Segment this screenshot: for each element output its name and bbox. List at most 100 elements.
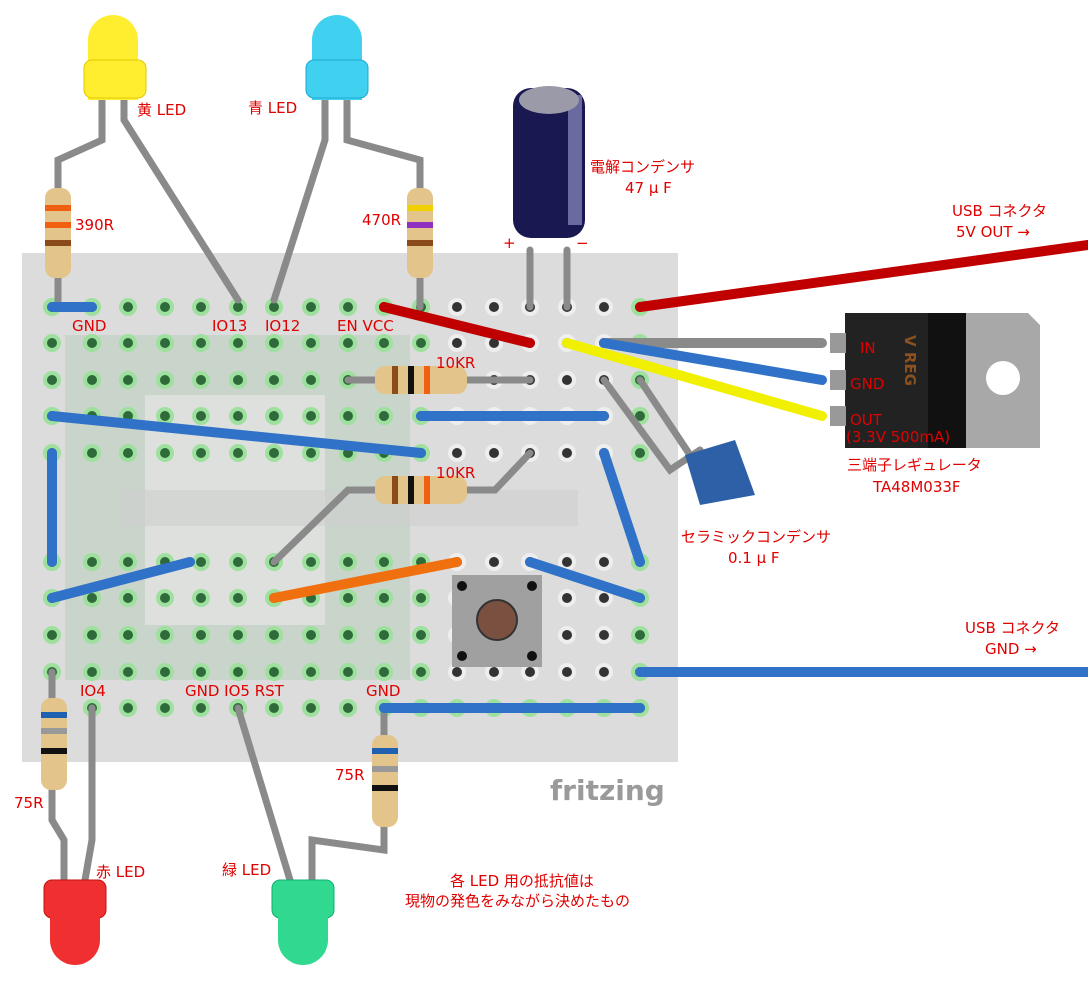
hole <box>562 593 572 603</box>
hole <box>160 667 170 677</box>
resistor-10k-1 <box>375 366 467 394</box>
label-ceramic-value: 0.1 μ F <box>728 549 780 567</box>
hole <box>196 593 206 603</box>
wire-blue-5 <box>599 448 645 567</box>
hole <box>306 630 316 640</box>
hole-grid <box>43 298 649 717</box>
hole <box>306 448 316 458</box>
label-red-led: 赤 LED <box>96 863 145 881</box>
hole <box>489 338 499 348</box>
wire-blue-6 <box>525 557 645 603</box>
label-10k-2: 10KR <box>436 464 475 482</box>
hole <box>123 448 133 458</box>
hole <box>196 557 206 567</box>
hole <box>196 667 206 677</box>
resistor-75r-1 <box>41 698 67 790</box>
hole <box>160 703 170 713</box>
hole <box>306 411 316 421</box>
hole <box>123 338 133 348</box>
resistor-10k-2 <box>375 476 467 504</box>
wire-blue-2 <box>47 411 426 458</box>
hole <box>233 338 243 348</box>
hole <box>635 630 645 640</box>
hole <box>489 302 499 312</box>
hole <box>160 630 170 640</box>
hole <box>233 375 243 385</box>
wire-reg-gnd <box>599 338 827 385</box>
electrolytic-capacitor <box>513 86 585 238</box>
led-red <box>43 879 107 965</box>
hole <box>635 448 645 458</box>
label-yellow-led: 黄 LED <box>137 101 186 119</box>
hole <box>269 411 279 421</box>
hole <box>416 667 426 677</box>
hole <box>489 448 499 458</box>
hole <box>525 667 535 677</box>
label-reg-name: 三端子レギュレータ <box>847 456 982 474</box>
hole <box>196 411 206 421</box>
hole <box>196 448 206 458</box>
hole <box>269 630 279 640</box>
hole <box>87 375 97 385</box>
hole <box>123 375 133 385</box>
label-75r-2: 75R <box>335 766 365 784</box>
hole <box>196 375 206 385</box>
label-gnd-top: GND <box>72 317 106 335</box>
hole <box>233 593 243 603</box>
hole <box>562 630 572 640</box>
hole <box>416 338 426 348</box>
hole <box>123 593 133 603</box>
hole <box>599 302 609 312</box>
hole <box>489 557 499 567</box>
label-blue-led: 青 LED <box>248 99 297 117</box>
hole <box>269 338 279 348</box>
hole <box>306 667 316 677</box>
hole <box>123 630 133 640</box>
hole <box>452 667 462 677</box>
fritzing-watermark: fritzing <box>550 774 665 807</box>
hole <box>123 703 133 713</box>
label-usb-5v: USB コネクタ <box>952 202 1047 220</box>
hole <box>379 593 389 603</box>
hole <box>233 557 243 567</box>
hole <box>233 630 243 640</box>
hole <box>562 557 572 567</box>
hole <box>306 338 316 348</box>
label-reg-spec: (3.3V 500mA) <box>846 428 950 446</box>
hole <box>343 302 353 312</box>
note-line-2: 現物の発色をみながら決めたもの <box>405 892 630 910</box>
hole <box>343 703 353 713</box>
hole <box>343 411 353 421</box>
note-line-1: 各 LED 用の抵抗値は <box>450 872 594 890</box>
hole <box>87 448 97 458</box>
hole <box>379 667 389 677</box>
pushbutton[interactable] <box>452 575 542 667</box>
hole <box>269 375 279 385</box>
hole <box>196 630 206 640</box>
hole <box>87 338 97 348</box>
hole <box>269 302 279 312</box>
voltage-regulator <box>830 313 1040 448</box>
hole <box>343 667 353 677</box>
hole <box>379 338 389 348</box>
label-green-led: 緑 LED <box>222 861 271 879</box>
label-io12: IO12 <box>265 317 300 335</box>
hole <box>599 630 609 640</box>
hole <box>379 557 389 567</box>
label-elec-cap: 電解コンデンサ <box>590 158 695 176</box>
hole <box>233 411 243 421</box>
hole <box>123 302 133 312</box>
label-gnd-bottom: GND <box>366 682 400 700</box>
hole <box>160 411 170 421</box>
hole <box>599 667 609 677</box>
hole <box>233 667 243 677</box>
hole <box>87 667 97 677</box>
module-band <box>120 490 578 526</box>
hole <box>196 302 206 312</box>
hole <box>269 448 279 458</box>
hole <box>306 703 316 713</box>
led-cyan <box>305 15 369 100</box>
label-75r-1: 75R <box>14 794 44 812</box>
hole <box>87 630 97 640</box>
